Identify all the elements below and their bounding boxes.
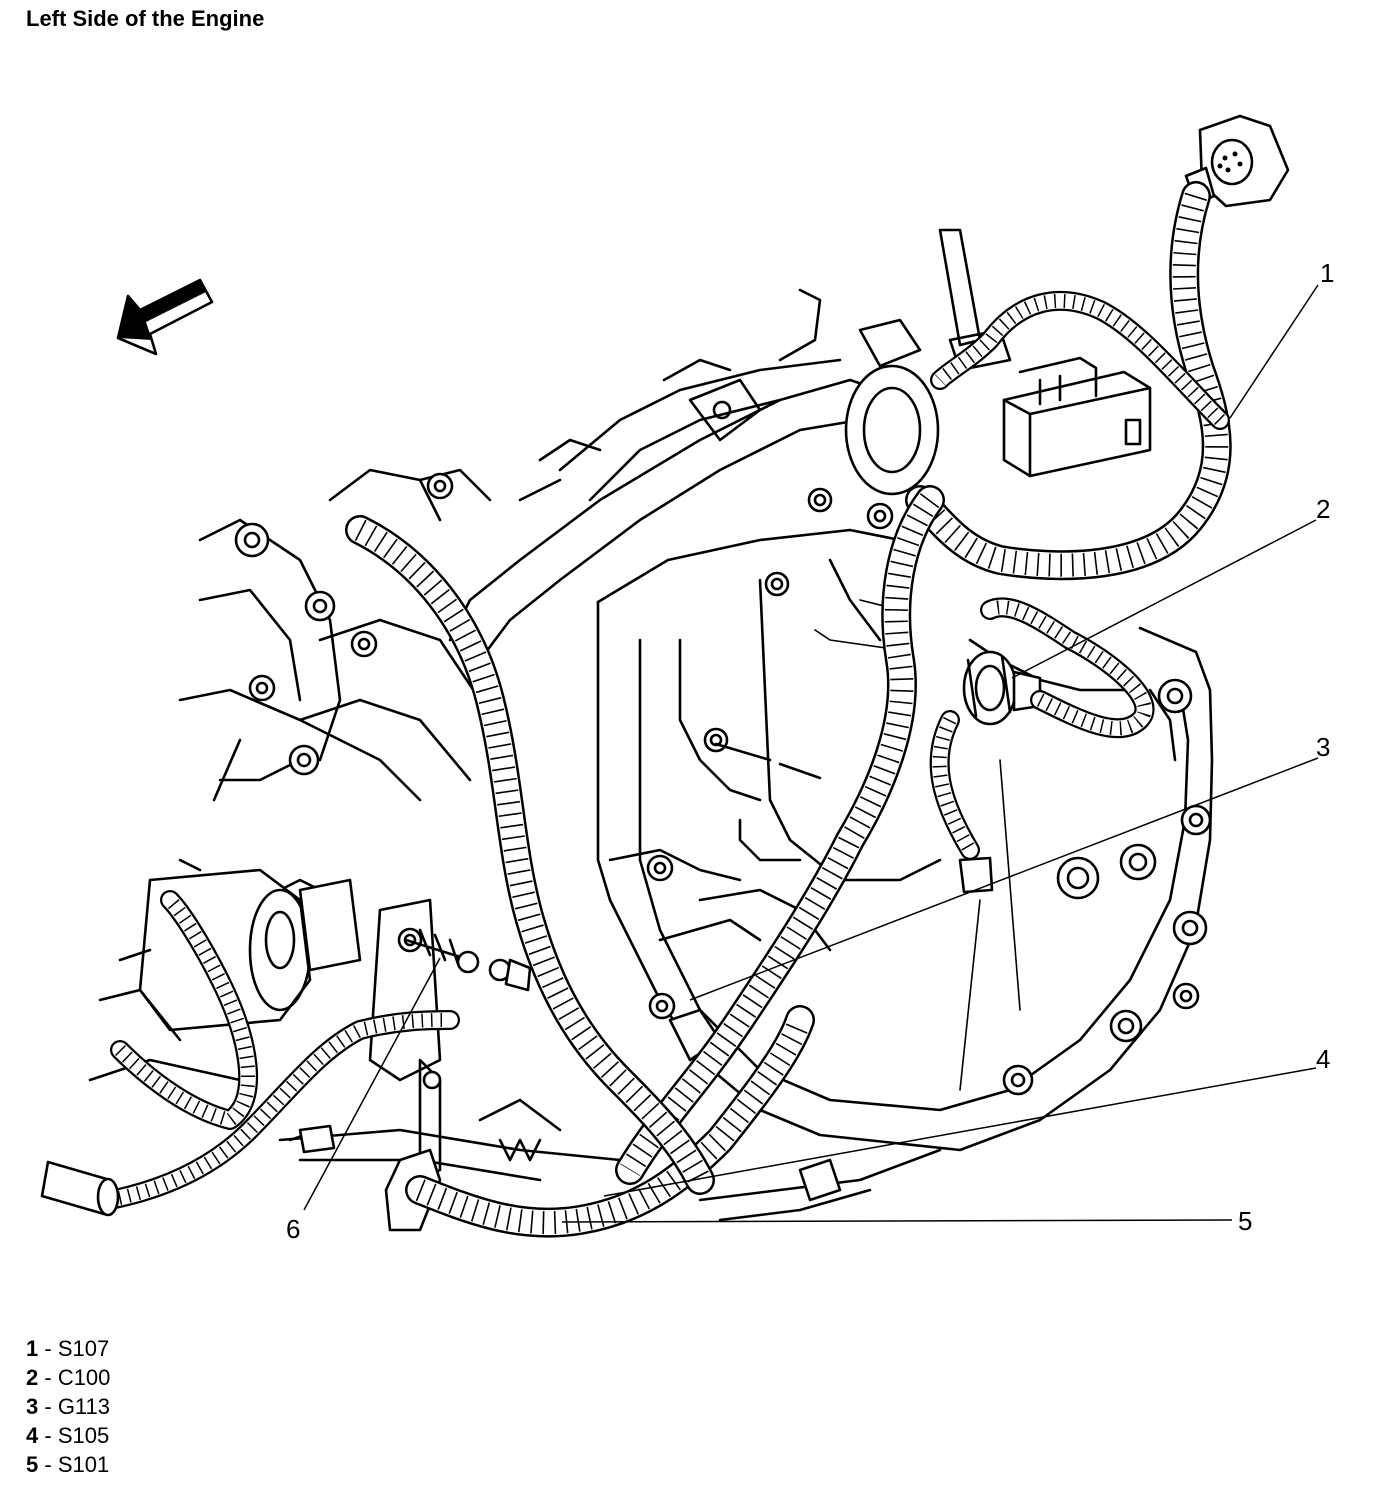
legend-number: 5 [26,1452,39,1477]
legend-separator: - [38,1336,58,1361]
legend-number: 3 [26,1394,39,1419]
legend-label: G113 [57,1394,110,1419]
control-module-box [1002,356,1152,478]
legend-item: 2 - C100 [26,1363,110,1392]
legend-separator: - [38,1365,58,1390]
page-title: Left Side of the Engine [26,6,265,31]
ground-stud-hardware [298,742,994,1154]
engine-line-drawing: 1 2 3 4 5 6 [40,114,1334,1244]
wiring-harness-main [40,181,1232,1238]
callout-5: 5 [1238,1206,1252,1236]
left-engine-bracket [178,468,894,902]
legend-number: 4 [26,1423,39,1448]
legend-label: C100 [57,1365,111,1390]
legend-label: S101 [57,1452,110,1477]
callout-6: 6 [286,1214,300,1244]
callout-legend: 1 - S107 2 - C100 3 - G113 4 - S105 5 - … [26,1334,110,1479]
legend-separator: - [38,1394,58,1419]
legend-item: 3 - G113 [26,1392,110,1421]
legend-item: 5 - S101 [26,1450,110,1479]
legend-separator: - [38,1423,58,1448]
legend-number: 1 [26,1336,39,1361]
legend-item: 4 - S105 [26,1421,110,1450]
legend-number: 2 [26,1365,39,1390]
callout-4: 4 [1316,1044,1330,1074]
legend-label: S105 [57,1423,110,1448]
c100-connector [962,650,1042,726]
legend-item: 1 - S107 [26,1334,110,1363]
intake-manifold [448,228,1012,662]
forward-direction-arrow-icon [116,278,214,356]
legend-separator: - [38,1452,58,1477]
callout-3: 3 [1316,732,1330,762]
transaxle-bolts [646,571,1212,1096]
callout-2: 2 [1316,494,1330,524]
callout-1: 1 [1320,258,1334,288]
legend-label: S107 [57,1336,110,1361]
engine-harness-diagram: 1 2 3 4 5 6 [40,114,1334,1244]
callout-leader-lines [303,284,1319,1223]
